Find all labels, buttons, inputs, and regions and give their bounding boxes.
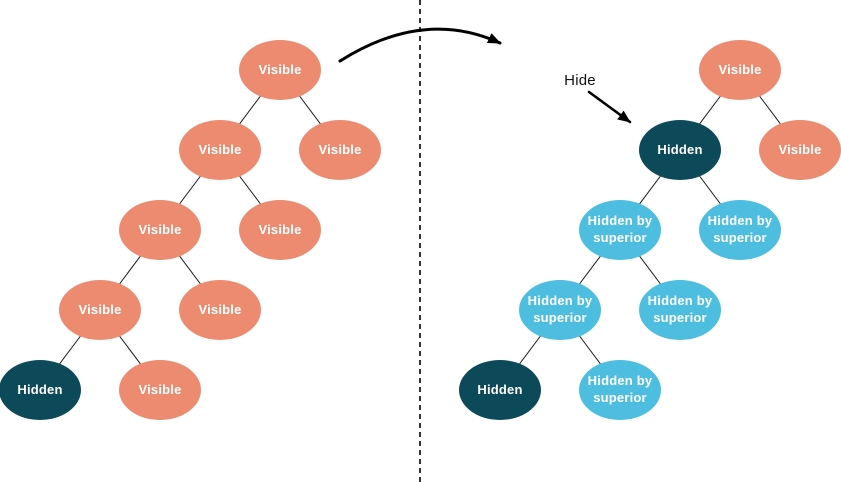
tree-edge: [159, 149, 221, 231]
tree-edge: [619, 229, 681, 311]
tree-edge: [219, 69, 281, 151]
tree-edge: [619, 149, 681, 231]
tree-edge: [559, 309, 621, 391]
tree-edge: [679, 149, 741, 231]
tree-edge: [219, 149, 281, 231]
tree-edge: [739, 69, 801, 151]
tree-edge: [559, 229, 621, 311]
tree-edge: [279, 69, 341, 151]
tree-edge: [99, 309, 161, 391]
tree-edges-left: [39, 69, 341, 391]
tree-edges-right: [499, 69, 801, 391]
tree-edge: [39, 309, 101, 391]
tree-edge: [679, 69, 741, 151]
tree-edge: [499, 309, 561, 391]
hide-label: Hide: [564, 72, 596, 89]
tree-edge: [159, 229, 221, 311]
transform-arrow-icon: [338, 27, 502, 63]
tree-edge: [99, 229, 161, 311]
hide-arrow-icon: [587, 90, 632, 124]
